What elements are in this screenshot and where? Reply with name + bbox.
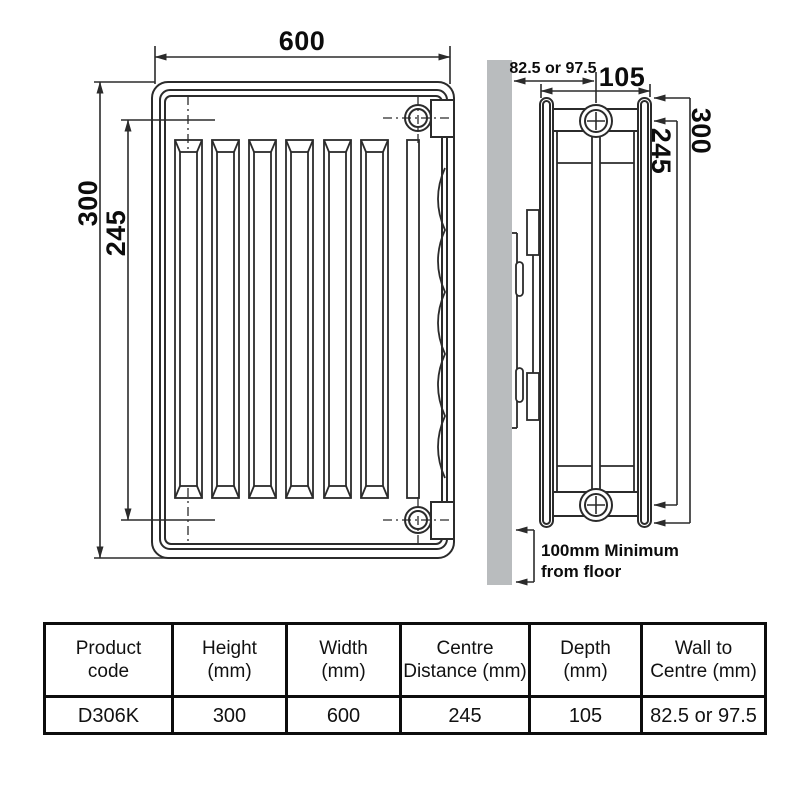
side-dimensions — [513, 72, 691, 586]
wall-to-centre-label: 82.5 or 97.5 — [509, 60, 596, 77]
front-centre-label: 245 — [101, 210, 131, 257]
wall-bar — [487, 60, 512, 585]
floor-note-line2: from floor — [541, 562, 622, 581]
header-width: Width(mm) — [288, 625, 402, 698]
wall-bracket — [512, 209, 540, 429]
side-height-label: 300 — [686, 108, 716, 155]
value-centre-distance: 245 — [402, 698, 531, 735]
value-product-code: D306K — [46, 698, 174, 735]
radiator-front-body — [151, 81, 455, 559]
front-view: 600 300 245 — [73, 26, 457, 559]
side-centre-label: 245 — [646, 128, 676, 175]
tapping-top-right — [383, 96, 457, 143]
value-depth: 105 — [531, 698, 643, 735]
value-width: 600 — [288, 698, 402, 735]
value-height: 300 — [174, 698, 288, 735]
side-tapping-top — [579, 104, 613, 138]
header-depth: Depth(mm) — [531, 625, 643, 698]
front-width-label: 600 — [279, 26, 326, 56]
floor-note-line1: 100mm Minimum — [541, 541, 679, 560]
front-height-label: 300 — [73, 180, 103, 227]
depth-label: 105 — [599, 62, 646, 92]
convector-fin-edge — [437, 167, 446, 479]
panel-grooves — [174, 139, 389, 499]
front-dimensions — [94, 46, 451, 559]
side-view: 82.5 or 97.5 105 300 245 100mm Minimum f… — [487, 60, 716, 586]
header-height: Height(mm) — [174, 625, 288, 698]
side-tapping-bottom — [579, 488, 613, 522]
end-channel — [406, 139, 420, 499]
tapping-bottom-right — [383, 497, 457, 544]
technical-drawing: 600 300 245 — [73, 26, 716, 586]
radiator-side-body — [539, 97, 652, 528]
value-wall-to-centre: 82.5 or 97.5 — [650, 705, 757, 728]
